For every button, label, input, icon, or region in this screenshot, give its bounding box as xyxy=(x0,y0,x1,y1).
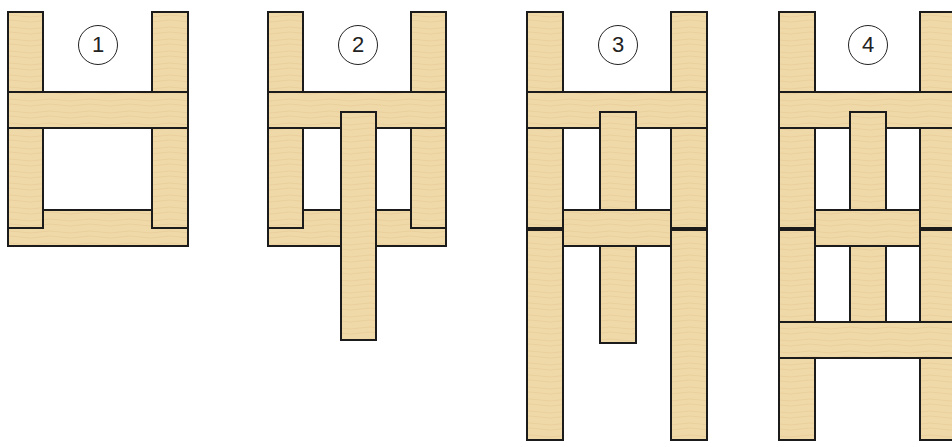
wood-grain xyxy=(672,231,706,439)
step-number: 1 xyxy=(92,34,104,56)
step-number-circle: 1 xyxy=(78,25,118,65)
wood-plank xyxy=(8,92,188,128)
step-number: 3 xyxy=(612,34,624,56)
wood-plank xyxy=(779,322,952,358)
wood-plank xyxy=(527,230,563,440)
wood-plank xyxy=(671,230,707,440)
wood-grain xyxy=(342,113,375,339)
wood-grain xyxy=(9,93,187,127)
wood-grain xyxy=(564,211,670,245)
step-number: 4 xyxy=(862,34,874,56)
wood-plank xyxy=(341,112,376,340)
wood-grain xyxy=(528,231,562,439)
step-number-circle: 4 xyxy=(848,25,888,65)
wood-grain xyxy=(780,323,952,357)
step-number-circle: 2 xyxy=(338,25,378,65)
wood-plank xyxy=(815,210,920,246)
wood-plank xyxy=(563,210,671,246)
wood-grain xyxy=(816,211,919,245)
step-number-circle: 3 xyxy=(598,25,638,65)
step-number: 2 xyxy=(352,34,364,56)
